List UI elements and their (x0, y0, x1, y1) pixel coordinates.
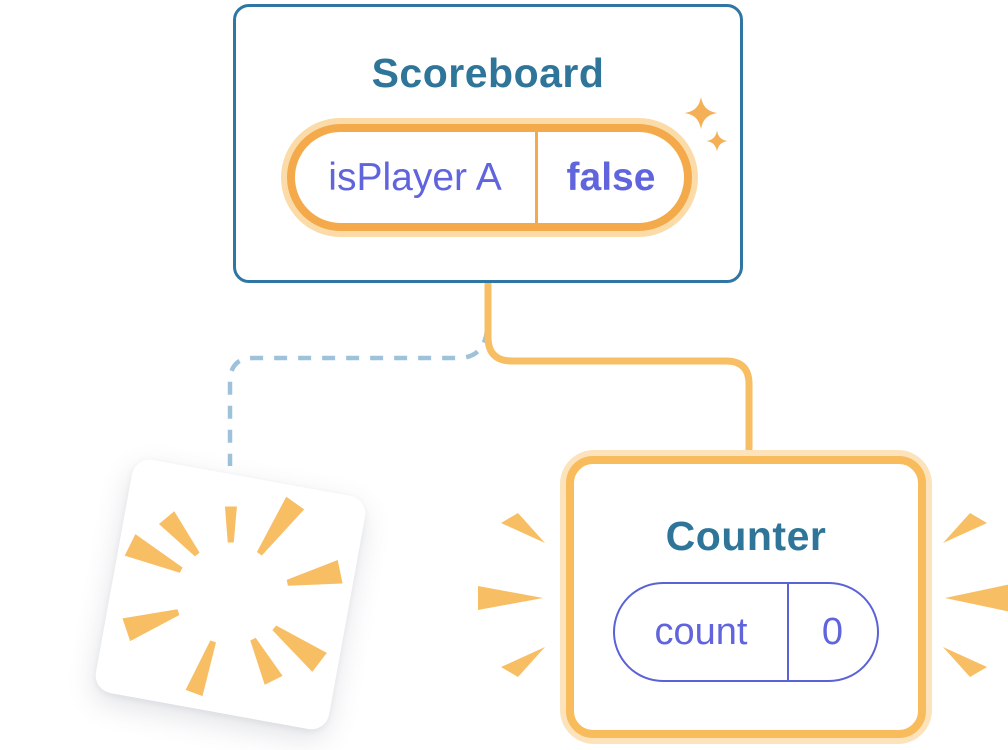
state-name: count (654, 610, 748, 653)
burst-icon (122, 496, 343, 697)
counter-state-pill: count 0 (613, 582, 879, 682)
counter-card-ring: Counter count 0 (566, 456, 926, 738)
scoreboard-state-pill: isPlayer A false (281, 118, 698, 237)
counter-title: Counter (665, 513, 827, 559)
burst-ray (185, 640, 216, 697)
emphasis-ray-icon (478, 513, 545, 677)
scoreboard-title: Scoreboard (371, 50, 605, 96)
burst-ray (158, 511, 200, 557)
state-value: 0 (787, 584, 876, 680)
burst-ray (250, 637, 283, 685)
burst-ray (272, 625, 327, 672)
burst-ray (286, 560, 343, 586)
dashed-connector-to-destroyed (227, 329, 490, 466)
sparkle-icon (684, 96, 718, 130)
counter-component-card: Counter count 0 (560, 450, 932, 744)
state-value: false (535, 132, 684, 223)
destroyed-component-card (92, 456, 369, 733)
burst-ray (122, 609, 180, 642)
burst-ray (224, 506, 237, 543)
orange-connector-to-counter (484, 283, 753, 458)
emphasis-ray-icon (943, 513, 1008, 677)
scoreboard-component-card: Scoreboard isPlayer A false (233, 4, 743, 283)
state-name: isPlayer A (328, 155, 502, 199)
scoreboard-state-pill-ring: isPlayer A false (287, 124, 692, 231)
burst-ray (124, 534, 183, 573)
sparkle-icon (706, 130, 728, 152)
burst-ray (256, 496, 305, 556)
